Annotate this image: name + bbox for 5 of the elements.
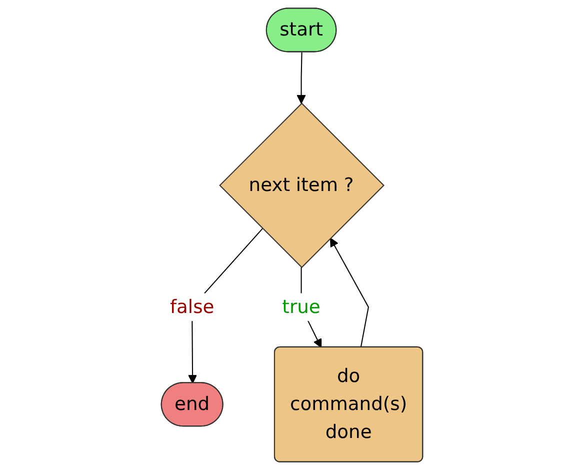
edge-label: true	[282, 296, 320, 318]
arrow	[296, 52, 306, 104]
edge-label: false	[170, 296, 214, 318]
node-diamond: next item ?	[219, 102, 384, 268]
arrow	[330, 238, 369, 348]
